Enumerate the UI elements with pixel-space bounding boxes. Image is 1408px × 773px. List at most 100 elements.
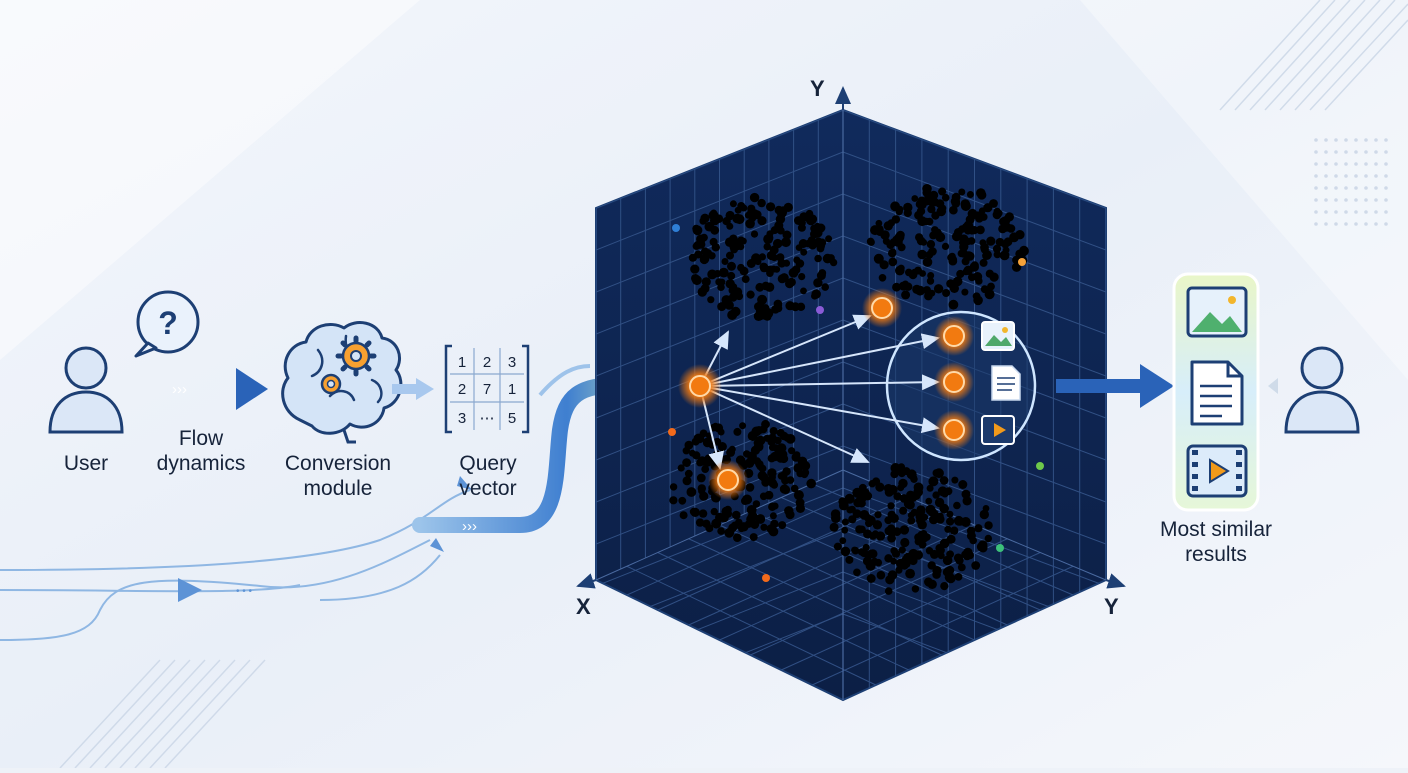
embedding-point [758, 253, 767, 261]
embedding-point [732, 510, 741, 520]
embedding-point [698, 487, 706, 495]
query-vector-matrix [444, 344, 530, 434]
embedding-point [798, 273, 806, 281]
embedding-point [763, 308, 774, 319]
embedding-point [969, 262, 979, 272]
embedding-point [927, 205, 936, 214]
embedding-point [745, 218, 755, 229]
embedding-point [961, 288, 969, 296]
embedding-point [883, 484, 893, 493]
embedding-point [780, 273, 789, 282]
embedding-point [767, 468, 777, 478]
embedding-point [899, 506, 908, 515]
embedding-point [979, 239, 987, 247]
embedding-point [919, 530, 928, 539]
embedding-point [992, 244, 1002, 253]
embedding-point [807, 236, 816, 245]
embedding-point [888, 249, 897, 258]
embedding-point [905, 568, 915, 579]
embedding-point [718, 267, 729, 278]
embedding-point [717, 302, 727, 312]
flow-arrowhead [457, 476, 472, 490]
embedding-point [845, 555, 854, 564]
embedding-point [940, 582, 949, 591]
embedding-point [777, 258, 787, 268]
cluster-3 [669, 419, 816, 542]
embedding-point [771, 502, 779, 510]
embedding-point [813, 278, 823, 288]
embedding-point [956, 269, 965, 279]
embedding-point [724, 527, 735, 538]
question-bubble-icon [134, 290, 200, 358]
embedding-point [695, 518, 705, 527]
embedding-point [682, 476, 692, 486]
embedding-point [795, 259, 805, 268]
matrix-cell: 5 [508, 410, 516, 427]
matrix-cell: 3 [508, 354, 516, 371]
embedding-point [905, 268, 913, 277]
embedding-point [712, 422, 719, 430]
embedding-point [741, 275, 750, 283]
embedding-point [933, 228, 942, 237]
embedding-point [717, 527, 725, 535]
embedding-point [926, 277, 935, 285]
embedding-point [694, 250, 703, 259]
embedding-point [974, 524, 983, 533]
embedding-point [901, 290, 911, 300]
query-vector-label: Query vector [440, 451, 536, 501]
embedding-point [962, 496, 972, 506]
embedding-point [769, 245, 779, 255]
embedding-point [897, 463, 906, 471]
embedding-point [746, 514, 756, 524]
embedding-point [778, 521, 787, 530]
embedding-point [932, 491, 940, 499]
embedding-point [795, 244, 803, 252]
embedding-point [729, 234, 738, 244]
embedding-point [949, 255, 958, 264]
embedding-point [691, 274, 700, 283]
most-similar-results-label: Most similar results [1136, 517, 1296, 567]
embedding-point [862, 556, 873, 566]
embedding-point [721, 258, 729, 265]
embedding-point [735, 292, 744, 301]
embedding-point [900, 537, 910, 548]
embedding-point [993, 250, 1001, 259]
embedding-point [870, 225, 881, 236]
embedding-point [825, 235, 833, 243]
embedding-point [911, 268, 918, 276]
cluster-4 [829, 463, 993, 595]
flow-chevrons: ››› [172, 381, 187, 398]
embedding-point [690, 507, 700, 517]
embedding-point [749, 192, 760, 203]
embedding-point [908, 556, 918, 566]
embedding-point [795, 503, 806, 513]
embedding-point [684, 440, 694, 450]
embedding-point [778, 449, 788, 459]
embedding-point [971, 561, 981, 570]
embedding-point [766, 524, 776, 534]
matrix-grid [450, 348, 524, 430]
embedding-point [684, 469, 693, 478]
embedding-point [951, 476, 959, 484]
embedding-point [707, 296, 715, 304]
embedding-point [932, 570, 941, 579]
embedding-point [668, 428, 676, 436]
embedding-point [946, 550, 954, 559]
embedding-point [889, 513, 899, 524]
embedding-point [975, 277, 983, 285]
embedding-point [874, 511, 882, 519]
embedding-point [790, 484, 799, 493]
embedding-point [779, 484, 790, 494]
embedding-point [763, 242, 772, 251]
embedding-point [703, 437, 712, 446]
embedding-point [858, 525, 866, 534]
embedding-point [764, 282, 775, 292]
embedding-point [957, 249, 965, 258]
result-user-icon [1284, 346, 1360, 434]
embedding-point [924, 578, 933, 587]
embedding-point [995, 209, 1003, 217]
embedding-point [933, 284, 944, 294]
embedding-point [944, 487, 953, 496]
embedding-point [925, 251, 934, 259]
